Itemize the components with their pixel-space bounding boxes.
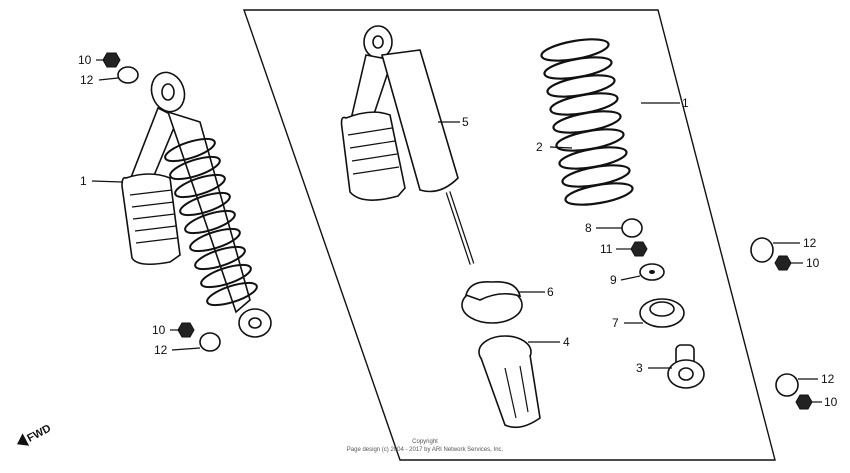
- label-1-right: 1: [682, 96, 689, 110]
- label-12-bottom-left: 12: [154, 343, 168, 357]
- exploded-view-frame: [243, 9, 776, 461]
- lower-joint[interactable]: [667, 344, 705, 389]
- fwd-label: FWD: [25, 422, 53, 444]
- lock-nut[interactable]: [630, 241, 648, 257]
- label-6: 6: [547, 285, 554, 299]
- label-10-right-lower: 10: [824, 395, 838, 409]
- washer-top-left[interactable]: [117, 66, 139, 84]
- upper-spring-seat[interactable]: [461, 280, 523, 324]
- label-12-top-left: 12: [80, 73, 94, 87]
- label-12-right-lower: 12: [821, 372, 835, 386]
- washer-right-lower[interactable]: [775, 373, 799, 397]
- nut-top-left[interactable]: [102, 52, 121, 68]
- label-1-left: 1: [80, 174, 87, 188]
- assembled-shock-absorber[interactable]: [121, 68, 272, 338]
- label-11: 11: [600, 242, 613, 256]
- leader-lines: [91, 59, 822, 403]
- label-9: 9: [610, 273, 617, 287]
- nut-bottom-left[interactable]: [177, 322, 195, 338]
- label-10-top-left: 10: [78, 53, 92, 67]
- damper-unit[interactable]: [340, 25, 475, 265]
- label-8: 8: [585, 221, 592, 235]
- label-12-right-upper: 12: [803, 236, 817, 250]
- copyright-line-2: Page design (c) 2004 - 2017 by ARI Netwo…: [347, 447, 504, 453]
- spring-seat-stopper[interactable]: [639, 298, 685, 328]
- forward-direction-indicator: FWD: [17, 422, 53, 446]
- spring-guide[interactable]: [478, 335, 541, 429]
- label-7: 7: [612, 316, 619, 330]
- nut-right-upper[interactable]: [774, 255, 792, 271]
- washer-right-upper[interactable]: [750, 237, 774, 263]
- copyright-line-1: Copyright: [412, 439, 438, 445]
- label-2: 2: [536, 140, 543, 154]
- coil-spring[interactable]: [540, 35, 634, 209]
- washer-bottom-left[interactable]: [199, 332, 221, 352]
- label-10-right-upper: 10: [806, 256, 820, 270]
- label-4: 4: [563, 335, 570, 349]
- stopper-rubber[interactable]: [621, 218, 643, 238]
- label-10-bottom-left: 10: [152, 323, 166, 337]
- label-5: 5: [462, 115, 469, 129]
- label-3: 3: [636, 361, 643, 375]
- washer-center-hole: [649, 270, 655, 274]
- nut-right-lower[interactable]: [795, 394, 813, 410]
- fwd-arrow-icon: [17, 433, 30, 446]
